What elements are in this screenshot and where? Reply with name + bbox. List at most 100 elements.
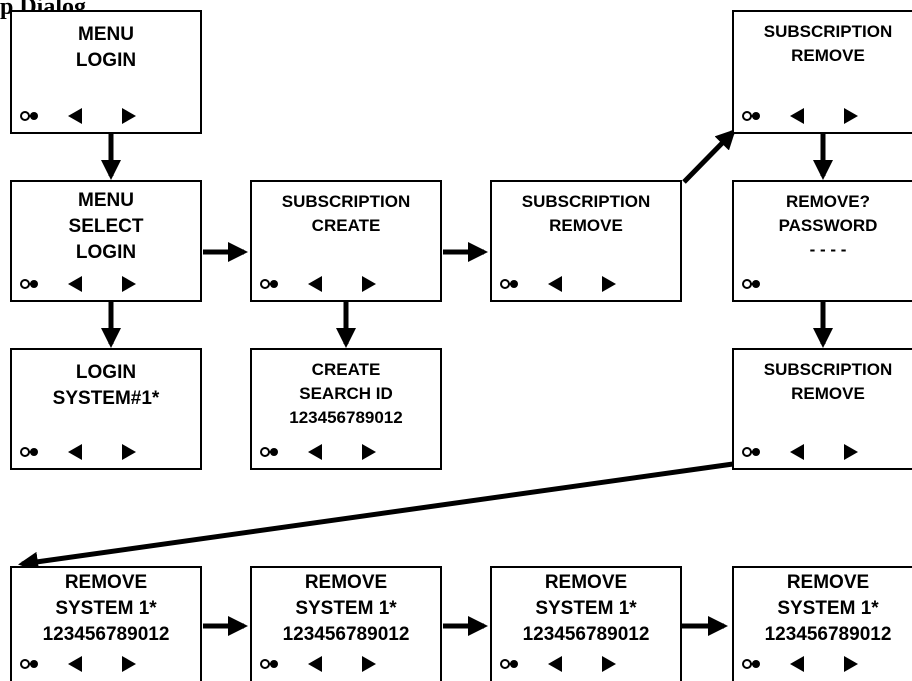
left-triangle-icon: [790, 108, 804, 124]
screen-line: SUBSCRIPTION: [763, 360, 893, 379]
arrow-remove-to-top: [682, 129, 736, 184]
right-triangle-icon: [122, 444, 136, 460]
right-triangle-icon: [362, 656, 376, 672]
screen-line: 123456789012: [764, 624, 892, 645]
screen-line: 123456789012: [42, 624, 170, 645]
screen-line: MENU: [78, 24, 134, 45]
dual-circle-icon: [260, 279, 278, 289]
screen-line: LOGIN: [75, 362, 137, 383]
right-triangle-icon: [362, 444, 376, 460]
screen-subscription-remove-top: SUBSCRIPTION REMOVE: [732, 10, 912, 134]
right-triangle-icon: [844, 108, 858, 124]
right-triangle-icon: [122, 656, 136, 672]
arrow-lower-to-remove-1: [18, 461, 734, 572]
screen-menu-login: MENU LOGIN: [10, 10, 202, 134]
screen-line: SYSTEM 1*: [535, 598, 637, 619]
right-triangle-icon: [362, 276, 376, 292]
dual-circle-icon: [20, 659, 38, 669]
screen-line: 123456789012: [282, 624, 410, 645]
left-triangle-icon: [308, 276, 322, 292]
dual-circle-icon: [20, 279, 38, 289]
softkey-row: [260, 654, 390, 674]
screen-line: SEARCH ID: [299, 384, 393, 403]
dual-circle-icon: [260, 659, 278, 669]
screen-line: REMOVE: [791, 384, 865, 403]
right-triangle-icon: [844, 656, 858, 672]
left-triangle-icon: [308, 444, 322, 460]
softkey-row: [20, 654, 150, 674]
softkey-row: [20, 106, 150, 126]
screen-remove-system-2: REMOVE SYSTEM 1* 123456789012: [250, 566, 442, 681]
screen-remove-system-4: REMOVE SYSTEM 1* 123456789012: [732, 566, 912, 681]
right-triangle-icon: [602, 656, 616, 672]
screen-line: MENU: [78, 190, 134, 211]
dual-circle-icon: [260, 447, 278, 457]
screen-line: SYSTEM 1*: [777, 598, 879, 619]
left-triangle-icon: [68, 276, 82, 292]
screen-line: SUBSCRIPTION: [763, 22, 893, 41]
screen-line: - - - -: [809, 240, 847, 259]
softkey-row: [260, 274, 390, 294]
screen-line: 123456789012: [289, 408, 403, 427]
screen-remove-password: REMOVE? PASSWORD - - - -: [732, 180, 912, 302]
screen-line: REMOVE: [64, 572, 148, 593]
left-triangle-icon: [308, 656, 322, 672]
screen-line: CREATE: [311, 360, 381, 379]
dual-circle-icon: [742, 111, 760, 121]
screen-subscription-remove-mid: SUBSCRIPTION REMOVE: [490, 180, 682, 302]
dual-circle-icon: [500, 659, 518, 669]
softkey-row: [500, 274, 630, 294]
screen-line: REMOVE: [786, 572, 870, 593]
screen-subscription-remove-lower: SUBSCRIPTION REMOVE: [732, 348, 912, 470]
screen-login-system: LOGIN SYSTEM#1*: [10, 348, 202, 470]
dual-circle-icon: [20, 447, 38, 457]
screen-subscription-create: SUBSCRIPTION CREATE: [250, 180, 442, 302]
screen-line: SYSTEM 1*: [55, 598, 157, 619]
screen-create-search-id: CREATE SEARCH ID 123456789012: [250, 348, 442, 470]
screen-line: LOGIN: [75, 50, 137, 71]
softkey-row: [260, 442, 390, 462]
screen-line: REMOVE: [544, 572, 628, 593]
softkey-row: [500, 654, 630, 674]
left-triangle-icon: [548, 276, 562, 292]
screen-menu-select-login: MENU SELECT LOGIN: [10, 180, 202, 302]
softkey-row: [20, 442, 150, 462]
screen-line: REMOVE: [791, 46, 865, 65]
left-triangle-icon: [790, 444, 804, 460]
dual-circle-icon: [742, 447, 760, 457]
softkey-row: [742, 274, 872, 294]
dual-circle-icon: [742, 659, 760, 669]
screen-line: SYSTEM#1*: [52, 388, 160, 409]
dual-circle-icon: [500, 279, 518, 289]
left-triangle-icon: [548, 656, 562, 672]
screen-line: CREATE: [311, 216, 381, 235]
dual-circle-icon: [742, 279, 760, 289]
screen-line: SYSTEM 1*: [295, 598, 397, 619]
screen-line: SELECT: [68, 216, 144, 237]
screen-line: REMOVE?: [785, 192, 871, 211]
screen-line: PASSWORD: [778, 216, 878, 235]
right-triangle-icon: [122, 276, 136, 292]
right-triangle-icon: [122, 108, 136, 124]
right-triangle-icon: [844, 444, 858, 460]
left-triangle-icon: [68, 444, 82, 460]
left-triangle-icon: [790, 656, 804, 672]
screen-remove-system-3: REMOVE SYSTEM 1* 123456789012: [490, 566, 682, 681]
softkey-row: [742, 442, 872, 462]
screen-line: SUBSCRIPTION: [281, 192, 411, 211]
left-triangle-icon: [68, 108, 82, 124]
screen-line: SUBSCRIPTION: [521, 192, 651, 211]
screen-remove-system-1: REMOVE SYSTEM 1* 123456789012: [10, 566, 202, 681]
left-triangle-icon: [68, 656, 82, 672]
softkey-row: [742, 106, 872, 126]
softkey-row: [742, 654, 872, 674]
screen-line: LOGIN: [75, 242, 137, 263]
screen-line: REMOVE: [304, 572, 388, 593]
right-triangle-icon: [602, 276, 616, 292]
screen-line: REMOVE: [549, 216, 623, 235]
softkey-row: [20, 274, 150, 294]
screen-line: 123456789012: [522, 624, 650, 645]
dual-circle-icon: [20, 111, 38, 121]
